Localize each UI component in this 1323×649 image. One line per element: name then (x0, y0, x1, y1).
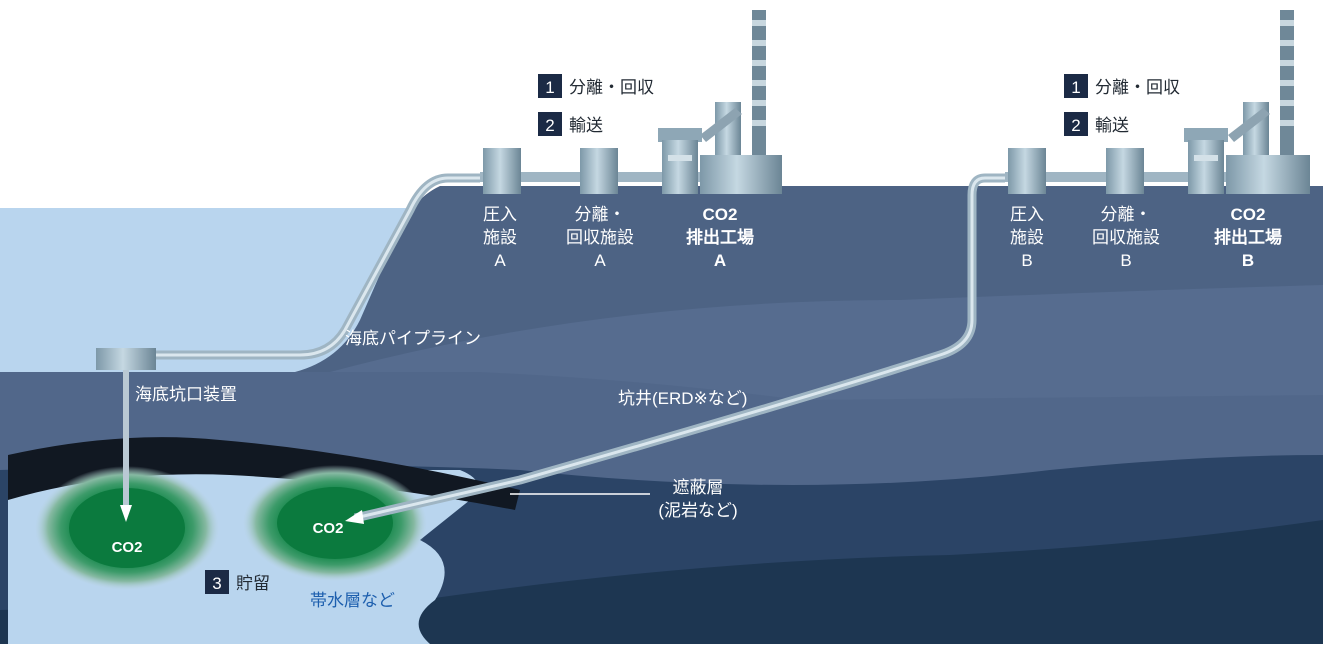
step-badge-a-1: 1 分離・回収 (538, 74, 654, 98)
svg-text:A: A (594, 251, 606, 270)
svg-text:輸送: 輸送 (569, 116, 603, 135)
svg-text:2: 2 (1071, 116, 1080, 135)
subsea-pipeline-highlight (155, 176, 480, 357)
co2-plume-right-core (277, 487, 393, 559)
svg-text:A: A (494, 251, 506, 270)
svg-text:圧入: 圧入 (483, 205, 517, 224)
facility-b-connector (1005, 172, 1305, 182)
svg-text:3: 3 (212, 574, 221, 593)
step-badge-b-2: 2 輸送 (1064, 112, 1129, 136)
step-badge-storage: 3 貯留 (205, 570, 270, 594)
svg-text:CO2: CO2 (1231, 205, 1266, 224)
separation-facility-b-building (1106, 148, 1144, 194)
separation-facility-a-label: 分離・ 回収施設 A (566, 205, 634, 270)
svg-text:分離・回収: 分離・回収 (1095, 78, 1180, 97)
injection-facility-b-building (1008, 148, 1046, 194)
svg-text:分離・: 分離・ (575, 205, 626, 224)
injection-facility-b-label: 圧入 施設 B (1010, 205, 1044, 270)
svg-text:2: 2 (545, 116, 554, 135)
svg-text:A: A (714, 251, 726, 270)
svg-text:施設: 施設 (1010, 228, 1044, 247)
co2-label-right: CO2 (313, 520, 344, 537)
facility-a-connector (480, 172, 770, 182)
step-badge-b-1: 1 分離・回収 (1064, 74, 1180, 98)
svg-text:B: B (1242, 251, 1254, 270)
step-badge-a-2: 2 輸送 (538, 112, 603, 136)
co2-label-left: CO2 (112, 539, 143, 556)
svg-text:B: B (1021, 251, 1032, 270)
svg-text:1: 1 (1071, 78, 1080, 97)
cap-rock-label: 遮蔽層 (673, 478, 724, 497)
subsea-wellhead-device (96, 348, 156, 370)
svg-text:分離・: 分離・ (1101, 205, 1152, 224)
co2-plant-a-label: CO2 排出工場 A (686, 205, 754, 270)
co2-plant-a-building (658, 10, 782, 194)
svg-text:CO2: CO2 (703, 205, 738, 224)
svg-text:貯留: 貯留 (236, 574, 270, 593)
well-label: 坑井(ERD※など) (618, 389, 747, 408)
cap-rock-note: (泥岩など) (658, 501, 737, 520)
separation-facility-a-building (580, 148, 618, 194)
svg-text:回収施設: 回収施設 (1092, 228, 1160, 247)
subsea-pipeline-label: 海底パイプライン (345, 329, 481, 348)
co2-plant-b-building (1184, 10, 1310, 194)
svg-text:B: B (1120, 251, 1131, 270)
svg-text:排出工場: 排出工場 (686, 227, 754, 247)
svg-text:1: 1 (545, 78, 554, 97)
svg-text:排出工場: 排出工場 (1214, 227, 1282, 247)
svg-text:輸送: 輸送 (1095, 116, 1129, 135)
svg-text:分離・回収: 分離・回収 (569, 78, 654, 97)
separation-facility-b-label: 分離・ 回収施設 B (1092, 205, 1160, 270)
subsea-wellhead-label: 海底坑口装置 (135, 385, 237, 404)
svg-text:圧入: 圧入 (1010, 205, 1044, 224)
injection-facility-a-building (483, 148, 521, 194)
co2-plant-b-label: CO2 排出工場 B (1214, 205, 1282, 270)
arrow-left-icon (345, 510, 364, 524)
co2-plume-left-core (69, 488, 185, 568)
svg-text:回収施設: 回収施設 (566, 228, 634, 247)
arrow-down-icon (120, 505, 132, 522)
injection-facility-a-label: 圧入 施設 A (483, 205, 517, 270)
cap-rock-layer (8, 437, 520, 510)
aquifer-label: 帯水層など (310, 591, 395, 610)
erd-well-highlight (354, 176, 1005, 520)
svg-text:施設: 施設 (483, 228, 517, 247)
